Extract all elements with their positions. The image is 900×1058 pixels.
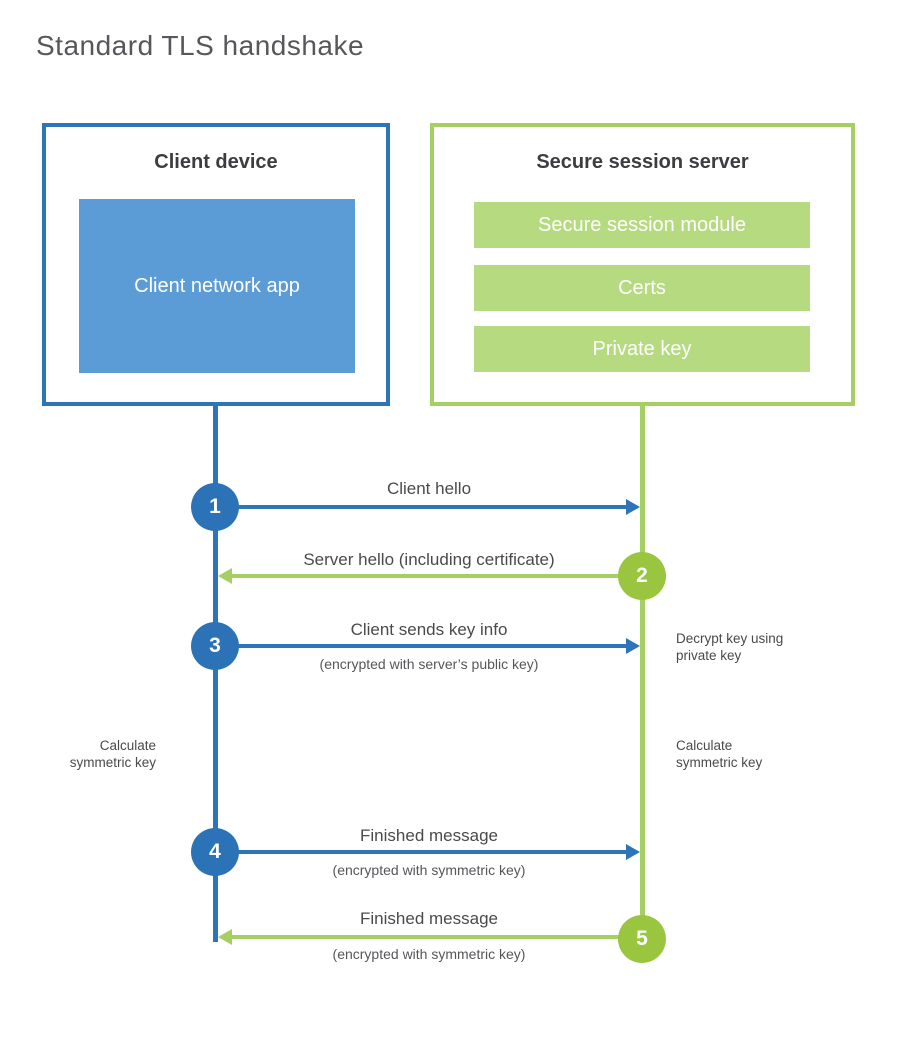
- server-hello-label: Server hello (including certificate): [303, 550, 555, 569]
- decrypt-key-note: Decrypt key using private key: [676, 631, 784, 663]
- client-key-info-label: Client sends key info: [350, 620, 508, 639]
- server-finished-sublabel: (encrypted with symmetric key): [332, 946, 526, 962]
- step-circle-4: 4: [191, 828, 239, 876]
- secure-session-server-title: Secure session server: [536, 151, 749, 173]
- calculate-symmetric-key-note-server: Calculate symmetric key: [676, 738, 763, 770]
- client-device-title: Client device: [154, 151, 278, 173]
- step-circle-5: 5: [618, 915, 666, 963]
- client-finished-label: Finished message: [360, 826, 498, 845]
- client-network-app-label: Client network app: [134, 275, 300, 297]
- step-circle-1: 1: [191, 483, 239, 531]
- client-network-app-box: Client network app: [79, 199, 355, 373]
- private-key-box: Private key: [474, 326, 810, 372]
- step-circle-2: 2: [618, 552, 666, 600]
- page-title: Standard TLS handshake: [36, 30, 365, 61]
- client-finished-arrow: [217, 850, 627, 854]
- server-finished-arrow: [231, 935, 620, 939]
- server-lifeline: [640, 406, 645, 939]
- client-key-info-sublabel: (encrypted with server’s public key): [319, 656, 539, 672]
- server-hello-arrow: [231, 574, 620, 578]
- secure-session-module-box: Secure session module: [474, 202, 810, 248]
- client-device-box: Client device Client network app: [42, 123, 390, 406]
- client-hello-label: Client hello: [386, 479, 472, 498]
- certs-box: Certs: [474, 265, 810, 311]
- step-circle-3: 3: [191, 622, 239, 670]
- client-key-info-arrow: [217, 644, 627, 648]
- secure-session-server-box: Secure session server Secure session mod…: [430, 123, 855, 406]
- server-finished-label: Finished message: [360, 909, 498, 928]
- calculate-symmetric-key-note-client: Calculate symmetric key: [69, 738, 156, 770]
- client-finished-sublabel: (encrypted with symmetric key): [332, 862, 526, 878]
- client-hello-arrow: [217, 505, 627, 509]
- client-lifeline: [213, 406, 218, 942]
